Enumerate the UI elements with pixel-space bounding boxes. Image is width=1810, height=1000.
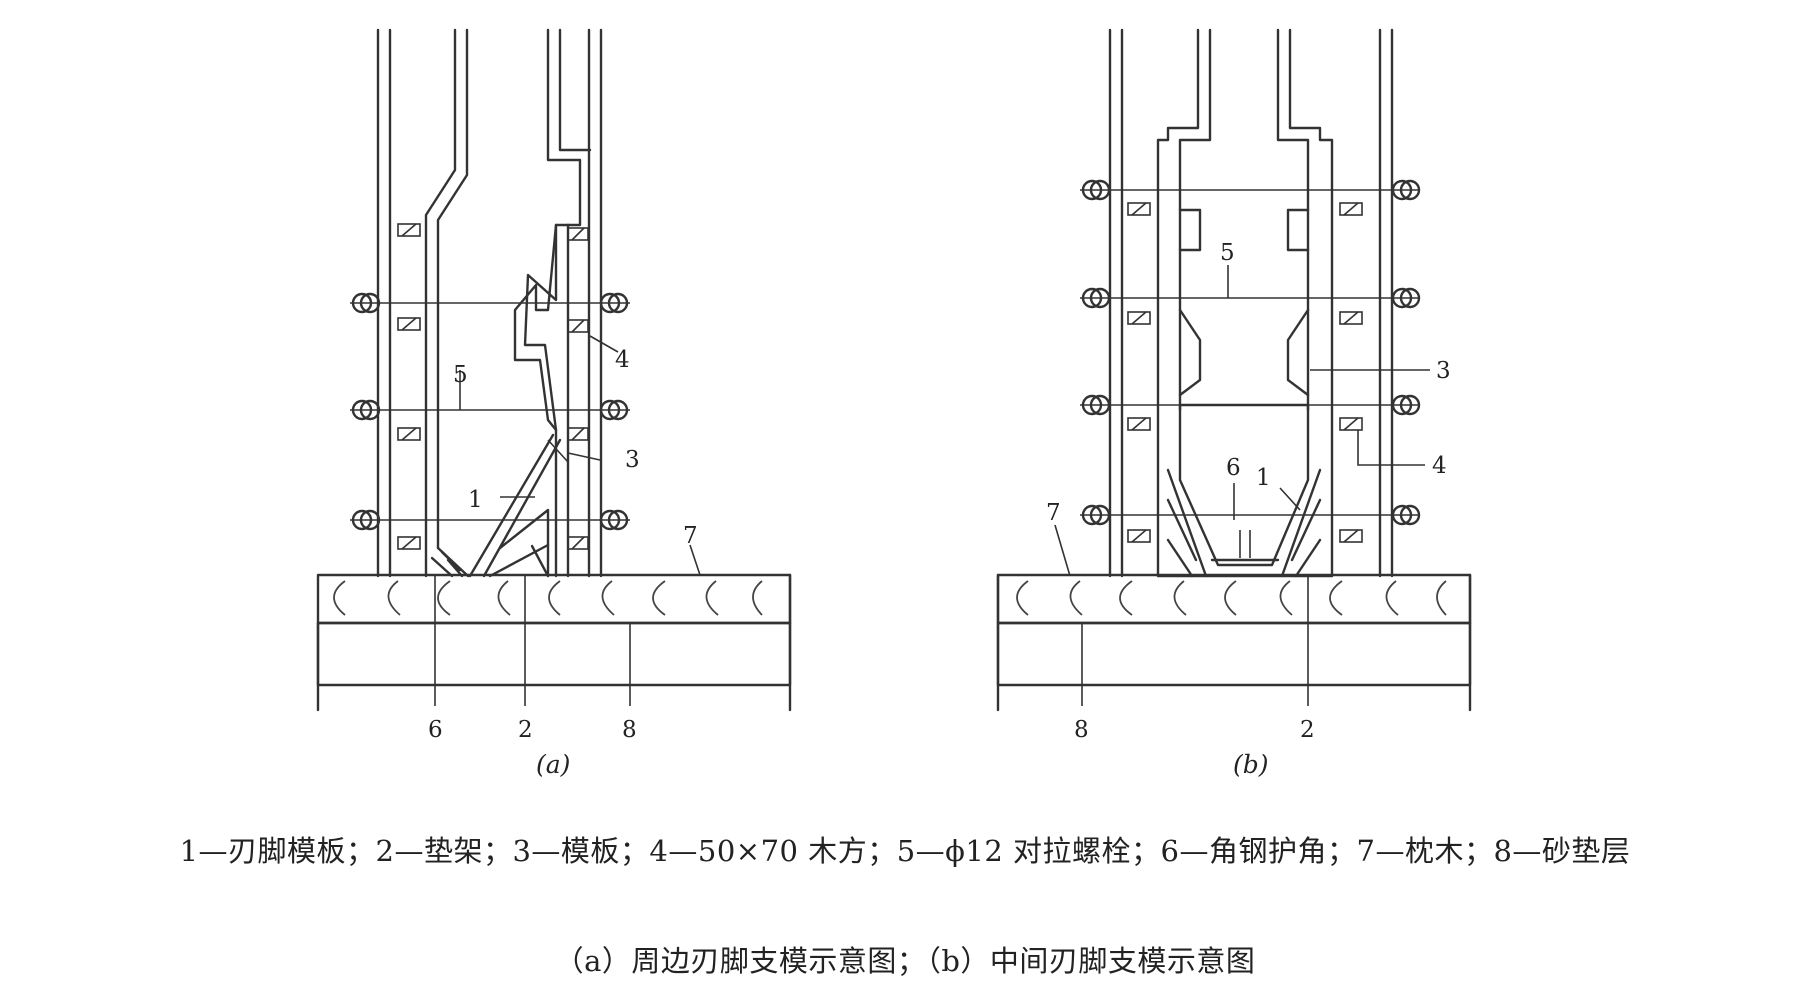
callout-7-a: 7 <box>683 523 698 549</box>
leader-lines-b <box>1054 265 1430 706</box>
diagram-a: 1 2 3 4 5 6 7 8 (a) <box>316 28 792 779</box>
tie-bolts-a <box>350 292 630 531</box>
callout-2-b: 2 <box>1300 717 1315 743</box>
sand-cushion-a <box>316 573 792 712</box>
wall-profile-b <box>1156 28 1334 578</box>
callout-8-a: 8 <box>622 717 637 743</box>
sublabel-b: (b) <box>1233 750 1269 779</box>
cutting-edge-frame-a <box>430 433 569 578</box>
callout-5-b: 5 <box>1220 240 1235 266</box>
callout-2-a: 2 <box>518 717 533 743</box>
sleeper-wood-layer-b <box>996 573 1472 625</box>
callout-3-a: 3 <box>625 447 640 473</box>
callout-1-b: 1 <box>1256 465 1271 491</box>
wall-profile-a <box>424 28 592 578</box>
callout-8-b: 8 <box>1074 717 1089 743</box>
figure-caption: （a）周边刃脚支模示意图；（b）中间刃脚支模示意图 <box>554 944 1256 978</box>
leader-lines-a <box>434 335 701 706</box>
diagram-b: 1 2 3 4 5 6 7 8 (b) <box>996 28 1472 779</box>
cutting-edge-frame-b <box>1156 403 1334 578</box>
callout-5-a: 5 <box>453 362 468 388</box>
callout-1-a: 1 <box>468 487 483 513</box>
callout-4-a: 4 <box>615 347 630 373</box>
sleeper-wood-layer-a <box>316 573 792 625</box>
callout-4-b: 4 <box>1432 453 1447 479</box>
sand-cushion-b <box>996 573 1472 712</box>
formwork-boards-b <box>1108 28 1394 578</box>
callout-6-a: 6 <box>428 717 443 743</box>
timber-blocks-a <box>397 223 589 550</box>
legend-text: 1—刃脚模板；2—垫架；3—模板；4—50×70 木方；5—ϕ12 对拉螺栓；6… <box>179 834 1631 868</box>
callout-6-b: 6 <box>1226 455 1241 481</box>
callout-7-b: 7 <box>1046 500 1061 526</box>
timber-blocks-b <box>1127 202 1363 543</box>
tie-bolts-b <box>1080 179 1421 526</box>
callout-3-b: 3 <box>1436 358 1451 384</box>
sublabel-a: (a) <box>536 750 570 779</box>
